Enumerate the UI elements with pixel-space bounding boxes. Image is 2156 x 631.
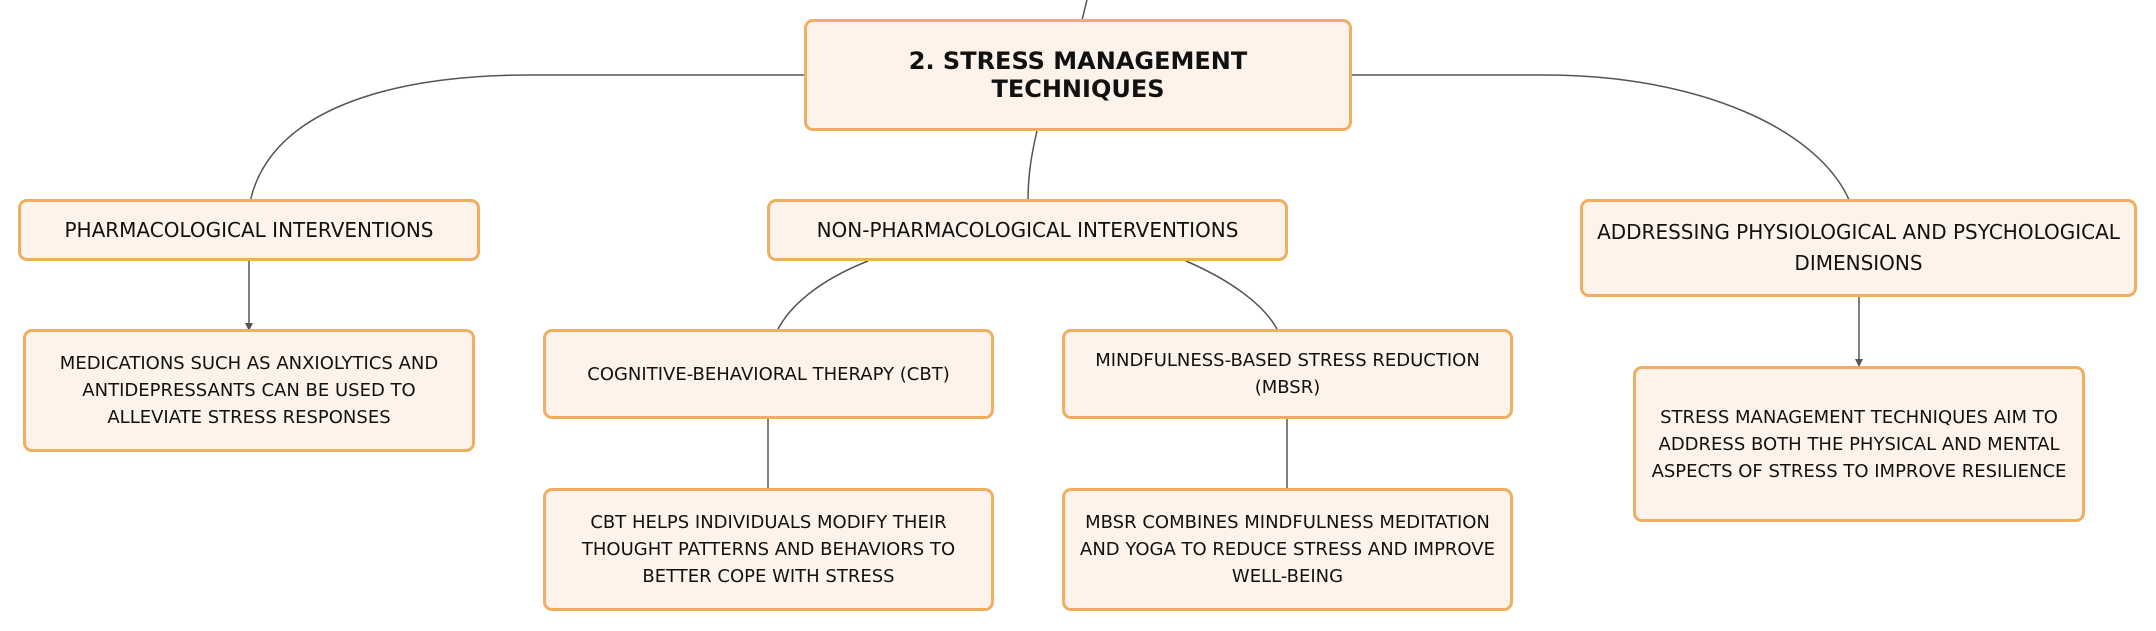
mbsr-label: MINDFULNESS-BASED STRESS REDUCTION (MBSR… [1095, 350, 1480, 398]
cbt-label: COGNITIVE-BEHAVIORAL THERAPY (CBT) [587, 363, 950, 385]
cbt-detail-text: CBT HELPS INDIVIDUALS MODIFY THEIR THOUG… [581, 512, 956, 587]
root-label: 2. STRESS MANAGEMENT TECHNIQUES [908, 47, 1248, 103]
pharmacological-node[interactable]: PHARMACOLOGICAL INTERVENTIONS [18, 199, 480, 261]
non-pharmacological-node[interactable]: NON-PHARMACOLOGICAL INTERVENTIONS [767, 199, 1288, 261]
dimensions-detail-node[interactable]: STRESS MANAGEMENT TECHNIQUES AIM TO ADDR… [1633, 366, 2085, 522]
mbsr-node[interactable]: MINDFULNESS-BASED STRESS REDUCTION (MBSR… [1062, 329, 1513, 419]
pharmacological-detail-node[interactable]: MEDICATIONS SUCH AS ANXIOLYTICS AND ANTI… [23, 329, 475, 452]
mbsr-detail-text: MBSR COMBINES MINDFULNESS MEDITATION AND… [1080, 512, 1495, 587]
connector-nonpharm-cbt [776, 260, 869, 332]
pharmacological-label: PHARMACOLOGICAL INTERVENTIONS [64, 217, 434, 242]
dimensions-node[interactable]: ADDRESSING PHYSIOLOGICAL AND PSYCHOLOGIC… [1580, 199, 2137, 297]
mbsr-detail-node[interactable]: MBSR COMBINES MINDFULNESS MEDITATION AND… [1062, 488, 1513, 611]
arrowhead [1855, 359, 1863, 367]
cbt-node[interactable]: COGNITIVE-BEHAVIORAL THERAPY (CBT) [543, 329, 994, 419]
connector-root-dimensions [1350, 74, 1851, 203]
connector-nonpharm-mbsr [1185, 260, 1279, 332]
root-node[interactable]: 2. STRESS MANAGEMENT TECHNIQUES [804, 19, 1352, 131]
dimensions-detail-text: STRESS MANAGEMENT TECHNIQUES AIM TO ADDR… [1651, 406, 2067, 482]
arrowhead [245, 323, 253, 331]
connector-from-parent [1081, 0, 1088, 21]
connector-root-pharmacological [249, 74, 806, 203]
pharmacological-detail-text: MEDICATIONS SUCH AS ANXIOLYTICS AND ANTI… [59, 353, 439, 428]
non-pharmacological-label: NON-PHARMACOLOGICAL INTERVENTIONS [816, 217, 1239, 242]
cbt-detail-node[interactable]: CBT HELPS INDIVIDUALS MODIFY THEIR THOUG… [543, 488, 994, 611]
connector-root-nonpharmacological [1027, 130, 1038, 203]
dimensions-label: ADDRESSING PHYSIOLOGICAL AND PSYCHOLOGIC… [1597, 220, 2120, 275]
